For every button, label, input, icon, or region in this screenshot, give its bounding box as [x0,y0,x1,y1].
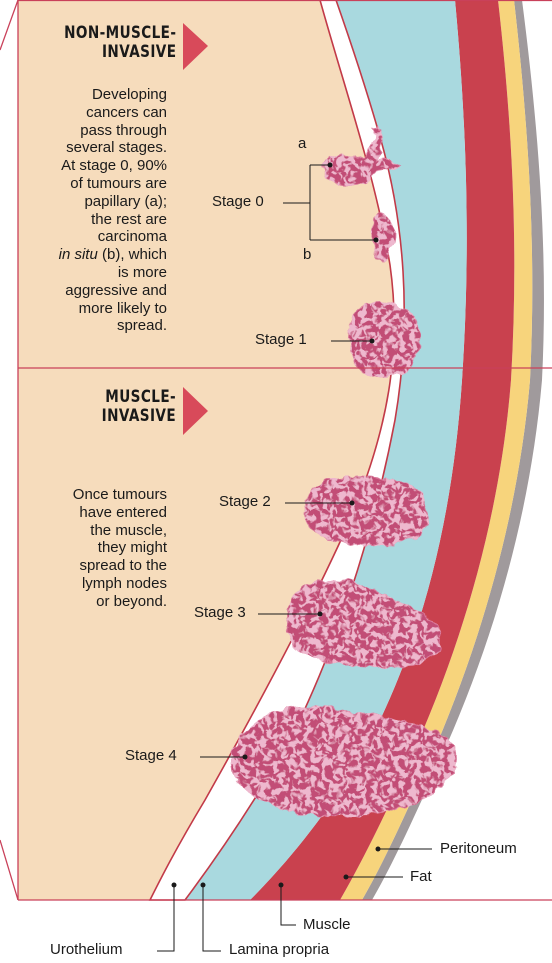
paragraph-line: papillary (a); [59,193,167,211]
stage3-label: Stage 3 [194,604,246,621]
stage1-label: Stage 1 [255,331,307,348]
paragraph-line: cancers can [59,104,167,122]
peritoneum-label: Peritoneum [440,840,517,857]
heading-line: MUSCLE- [102,388,176,407]
paragraph-line: of tumours are [59,175,167,193]
paragraph-line: spread to the [73,557,167,575]
paragraph-line: have entered [73,504,167,522]
paragraph-line: Once tumours [73,486,167,504]
left-edge-bottom-tick [0,840,18,900]
paragraph-line: At stage 0, 90% [59,157,167,175]
paragraph-line: aggressive and [59,282,167,300]
tumour-stage1 [349,302,420,376]
paragraph-line: pass through [59,122,167,140]
paragraph-line: or beyond. [73,593,167,611]
paragraph-line: the rest are [59,211,167,229]
paragraph-line: Developing [59,86,167,104]
italic-term: in situ [59,246,98,263]
heading-line: INVASIVE [64,43,176,62]
lamina-propria-label: Lamina propria [229,941,329,958]
paragraph-line: the muscle, [73,522,167,540]
section-paragraph-non-muscle: Developing cancers can pass through seve… [59,86,167,335]
stage0-b-label: b [303,246,311,263]
paragraph-line: carcinoma [59,228,167,246]
stage0-a-label: a [298,135,306,152]
muscle-label: Muscle [303,916,351,933]
paragraph-line: in situ (b), which [59,246,167,264]
heading-line: INVASIVE [102,407,176,426]
paragraph-line: spread. [59,317,167,335]
section-paragraph-muscle: Once tumours have entered the muscle, th… [73,486,167,611]
heading-line: NON-MUSCLE- [64,24,176,43]
section-heading-muscle-invasive: MUSCLE- INVASIVE [102,388,176,426]
left-edge-top-tick [0,0,18,50]
stage0-label: Stage 0 [212,193,264,210]
paragraph-line: several stages. [59,139,167,157]
fat-label: Fat [410,868,432,885]
paragraph-line: more likely to [59,300,167,318]
section-heading-non-muscle-invasive: NON-MUSCLE- INVASIVE [64,24,176,62]
stage4-label: Stage 4 [125,747,177,764]
paragraph-line: they might [73,539,167,557]
paragraph-line: is more [59,264,167,282]
urothelium-label: Urothelium [50,941,123,958]
tumour-stage2 [303,477,428,545]
stage2-label: Stage 2 [219,493,271,510]
paragraph-line: lymph nodes [73,575,167,593]
